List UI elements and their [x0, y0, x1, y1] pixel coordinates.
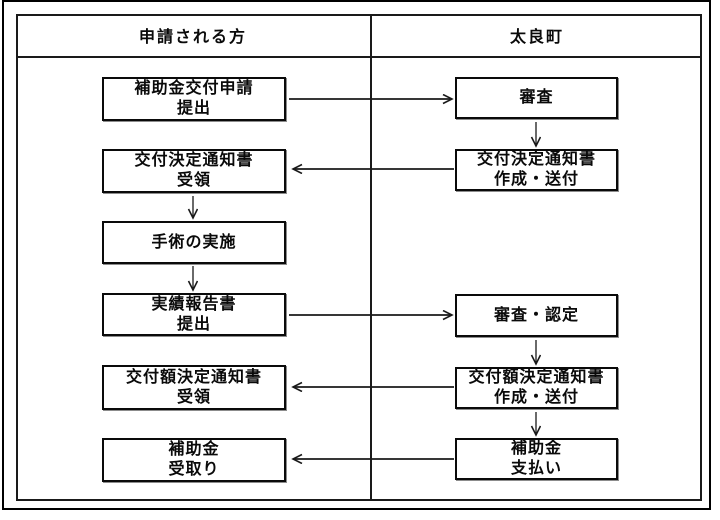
flow-box-surgery: 手術の実施	[102, 221, 286, 264]
page-border	[2, 0, 711, 510]
flow-box-label: 審査・認定	[493, 306, 579, 324]
flow-box-amount-notice-send: 交付額決定通知書 作成・送付	[455, 367, 618, 409]
flow-box-label: 実績報告書 提出	[151, 295, 237, 333]
flow-box-application-submit: 補助金交付申請 提出	[102, 77, 286, 121]
column-header-applicant: 申請される方	[16, 14, 370, 56]
flow-box-grant-notice-receive: 交付決定通知書 受領	[102, 149, 286, 193]
flow-box-amount-notice-receive: 交付額決定通知書 受領	[102, 365, 286, 410]
header-divider-line	[16, 56, 702, 58]
flow-box-subsidy-receive: 補助金 受取り	[102, 438, 286, 482]
flow-box-label: 審査	[519, 89, 554, 106]
flow-box-label: 交付額決定通知書 受領	[125, 368, 262, 406]
flow-box-label: 交付決定通知書 作成・送付	[476, 151, 596, 188]
flowchart-table-border	[16, 14, 702, 501]
flow-box-review-certify: 審査・認定	[455, 294, 618, 337]
flow-box-label: 交付決定通知書 受領	[134, 152, 254, 189]
column-header-applicant-label: 申請される方	[138, 29, 247, 46]
flow-box-subsidy-pay: 補助金 支払い	[455, 438, 618, 480]
column-divider-line	[370, 14, 372, 501]
flow-box-label: 補助金 支払い	[510, 440, 562, 477]
flow-box-review: 審査	[455, 77, 618, 119]
flow-box-label: 補助金 受取り	[168, 441, 220, 478]
flow-box-label: 交付額決定通知書 作成・送付	[468, 369, 605, 406]
column-header-town: 太良町	[372, 14, 702, 56]
flow-box-label: 補助金交付申請 提出	[134, 80, 254, 117]
flow-box-grant-notice-send: 交付決定通知書 作成・送付	[455, 149, 618, 191]
flow-box-report-submit: 実績報告書 提出	[102, 293, 286, 336]
column-header-town-label: 太良町	[509, 29, 564, 46]
flow-box-label: 手術の実施	[151, 233, 237, 251]
